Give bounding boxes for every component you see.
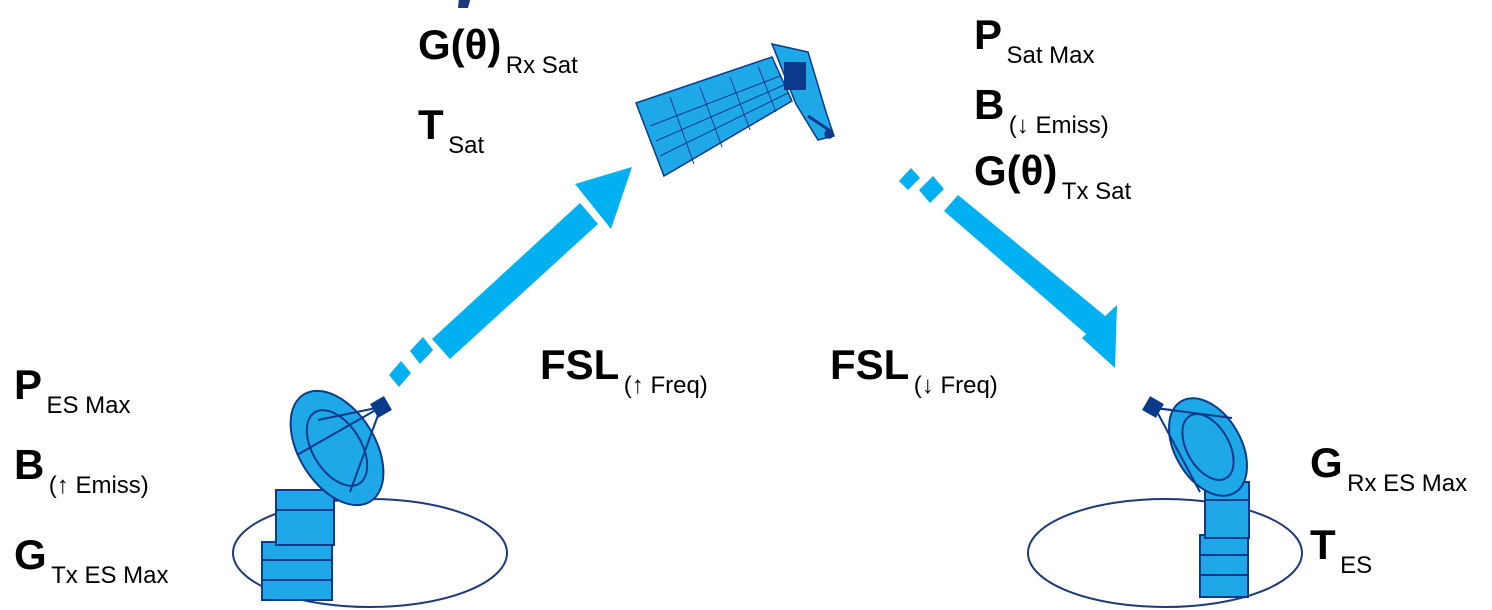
downlink-dash-1 <box>899 168 920 190</box>
sat-bandwidth-label: B (↓ Emiss) <box>974 81 1109 139</box>
es-noise-temp-label: T ES <box>1310 521 1373 579</box>
sat-tx-gain-label: G(θ) Tx Sat <box>974 147 1132 205</box>
downlink-shaft <box>944 195 1110 340</box>
clipped-title-fragment <box>430 0 490 8</box>
es-rx-gain-label: G Rx ES Max <box>1310 439 1468 497</box>
sat-rx-gain-label: G(θ) Rx Sat <box>418 21 578 79</box>
downlink-fsl-label: FSL (↓ Freq) <box>830 341 998 399</box>
rx-coverage-ellipse <box>1027 498 1303 608</box>
es-bandwidth-label: B (↑ Emiss) <box>14 441 149 499</box>
uplink-dash-2 <box>410 337 433 364</box>
earth-station-rx <box>1027 396 1303 608</box>
uplink-dash-1 <box>389 361 411 387</box>
downlink-dash-2 <box>919 176 944 203</box>
uplink-shaft <box>432 203 598 359</box>
uplink-arrow <box>389 167 632 387</box>
downlink-head <box>1082 305 1117 368</box>
uplink-head <box>575 167 632 229</box>
earth-station-tx <box>232 389 508 608</box>
es-tx-power-label: P ES Max <box>14 361 131 419</box>
sat-noise-temp-label: T Sat <box>418 101 485 159</box>
es-tx-gain-label: G Tx ES Max <box>14 531 169 589</box>
dish-antenna-icon <box>261 389 392 601</box>
dish-antenna-icon <box>1142 396 1250 598</box>
uplink-fsl-label: FSL (↑ Freq) <box>540 341 708 399</box>
sat-tx-power-label: P Sat Max <box>974 11 1095 69</box>
downlink-arrow <box>899 168 1117 368</box>
satellite-icon <box>635 42 835 178</box>
